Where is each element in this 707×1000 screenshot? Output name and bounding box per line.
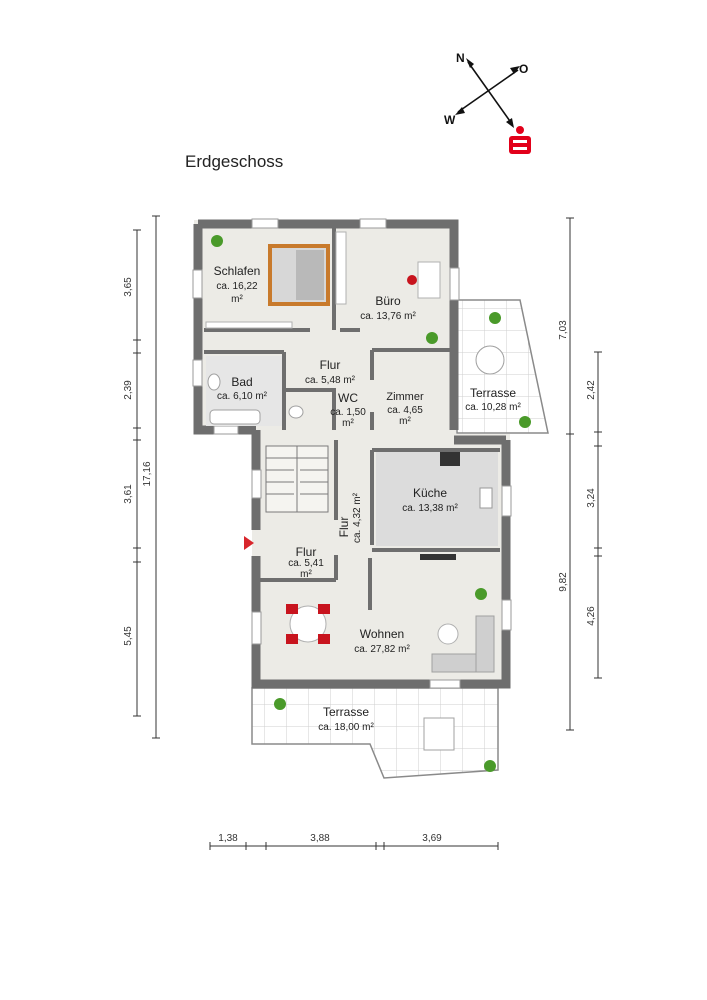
shelf	[335, 231, 347, 305]
toilet-icon	[207, 373, 221, 391]
kitchen-floor	[376, 452, 498, 546]
terrace-table-icon	[423, 345, 505, 751]
room-name-kueche: Küche	[413, 486, 447, 500]
room-area-terrasse-unten: ca. 18,00 m²	[318, 722, 374, 733]
terrace-bottom-floor	[251, 687, 499, 779]
room-area-flur-oben: ca. 5,48 m²	[305, 375, 356, 386]
dimension-lines	[133, 215, 602, 850]
room-area-buero: ca. 13,76 m²	[360, 311, 416, 322]
room-area-bad: ca. 6,10 m²	[217, 391, 268, 402]
room-area-unit-schlafen: m²	[231, 294, 243, 305]
room-area-wc: ca. 1,50	[330, 407, 366, 418]
dim-right-inner-2: 3,24	[586, 488, 597, 508]
room-labels: Schlafen ca. 16,22 m² Büro ca. 13,76 m² …	[214, 264, 522, 733]
dim-left-3: 3,61	[123, 484, 134, 504]
dim-right-inner-3: 4,26	[586, 606, 597, 626]
entrance-arrow-icon	[244, 536, 254, 550]
room-area-schlafen: ca. 16,22	[216, 281, 258, 292]
room-name-bad: Bad	[231, 375, 252, 389]
room-area-zimmer: ca. 4,65	[387, 405, 423, 416]
room-name-wc: WC	[338, 391, 358, 405]
room-name-flur-eingang: Flur	[296, 545, 317, 559]
room-area-unit-flur-eingang: m²	[300, 569, 312, 580]
room-name-flur-oben: Flur	[320, 358, 341, 372]
room-area-kueche: ca. 13,38 m²	[402, 503, 458, 514]
dim-bottom-1: 1,38	[218, 833, 238, 844]
dim-right-outer-2: 9,82	[558, 572, 569, 592]
inner-walls	[204, 226, 500, 610]
dim-left-1: 3,65	[123, 277, 134, 297]
plant-icons	[211, 235, 531, 772]
dim-right-outer-1: 7,03	[558, 320, 569, 340]
desk	[417, 261, 441, 299]
bed-icon	[268, 244, 330, 306]
sink-icon	[479, 487, 493, 509]
room-name-wohnen: Wohnen	[360, 627, 404, 641]
room-area-flur-eingang: ca. 5,41	[288, 558, 324, 569]
room-area-wohnen: ca. 27,82 m²	[354, 644, 410, 655]
dim-right-inner-1: 2,42	[586, 380, 597, 400]
coffee-table	[437, 623, 459, 645]
room-area-unit-wc: m²	[342, 418, 354, 429]
dim-left-total: 17,16	[142, 461, 153, 486]
office-chair-icon	[407, 275, 417, 285]
dim-bottom-3: 3,69	[422, 833, 442, 844]
room-name-terrasse-unten: Terrasse	[323, 705, 369, 719]
room-area-unit-zimmer: m²	[399, 416, 411, 427]
compass-north-label: N	[456, 51, 465, 65]
floor-title: Erdgeschoss	[185, 152, 284, 171]
dim-bottom-2: 3,88	[310, 833, 330, 844]
sofa-icon	[431, 615, 495, 673]
room-name-zimmer: Zimmer	[386, 391, 424, 403]
compass-rose-icon: N O W	[444, 51, 528, 128]
bathtub-icon	[209, 409, 261, 425]
staircase	[265, 445, 329, 513]
room-name-flur-mitte: Flur	[337, 517, 351, 538]
room-name-buero: Büro	[375, 294, 401, 308]
room-area-terrasse-rechts: ca. 10,28 m²	[465, 402, 521, 413]
dimension-labels: 3,65 2,39 3,61 5,45 17,16 7,03 9,82 2,42…	[123, 277, 597, 844]
compass-east-label: O	[519, 62, 528, 76]
tv-icon	[420, 554, 456, 560]
room-name-terrasse-rechts: Terrasse	[470, 386, 516, 400]
savings-bank-logo-icon	[509, 126, 531, 154]
compass-west-label: W	[444, 113, 456, 127]
wardrobe	[205, 321, 293, 329]
windows	[192, 218, 512, 689]
room-area-flur-mitte: ca. 4,32 m²	[352, 492, 363, 543]
wc-toilet-icon	[288, 405, 304, 419]
room-name-schlafen: Schlafen	[214, 264, 261, 278]
dim-left-2: 2,39	[123, 380, 134, 400]
dining-table-icon	[286, 604, 330, 644]
stove-icon	[440, 452, 460, 466]
dim-left-4: 5,45	[123, 626, 134, 646]
